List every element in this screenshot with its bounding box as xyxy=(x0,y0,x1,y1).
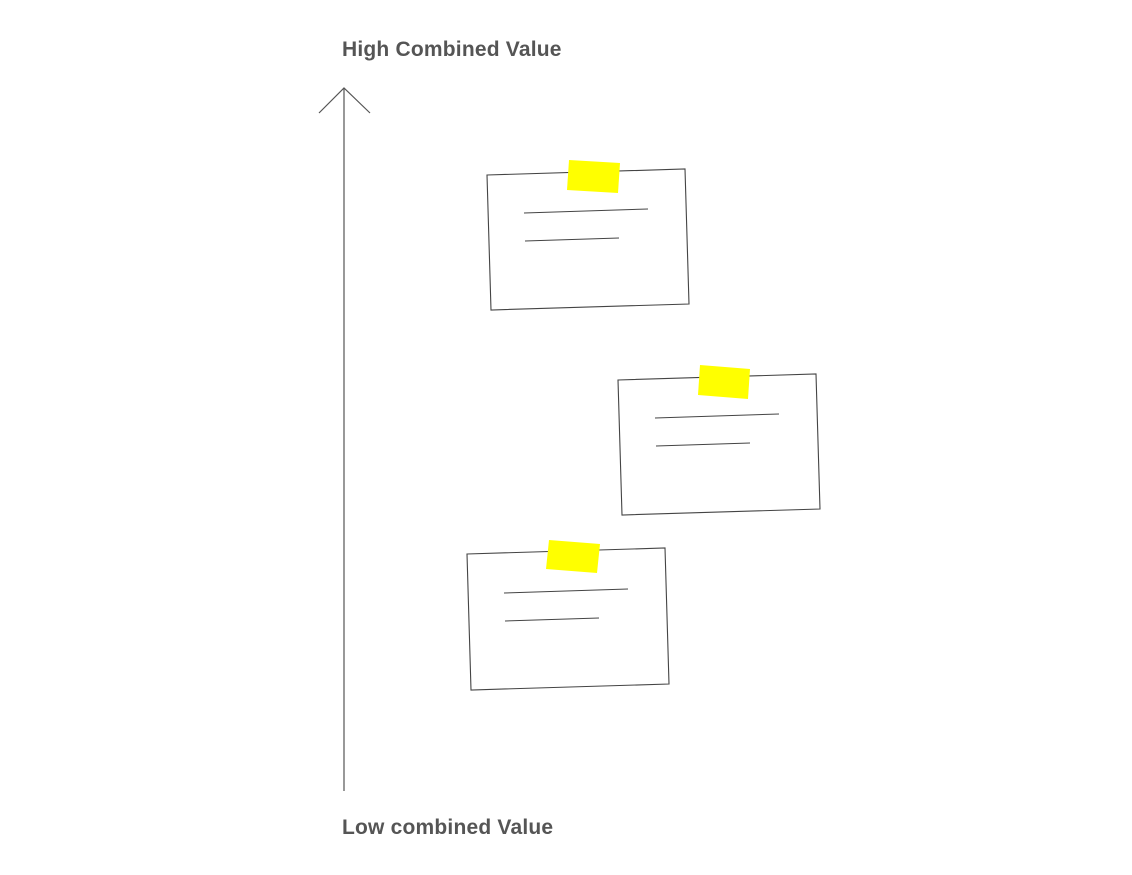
note-card-text-line xyxy=(523,208,649,214)
note-card-text-line xyxy=(654,413,780,419)
note-card-text-line xyxy=(655,442,751,447)
tape-icon xyxy=(546,540,600,573)
arrow-head-icon xyxy=(318,87,371,114)
high-combined-value-label: High Combined Value xyxy=(342,38,562,61)
note-card-text-line xyxy=(504,617,600,622)
note-card-1[interactable] xyxy=(486,160,690,311)
vertical-axis xyxy=(318,87,371,791)
note-card-body xyxy=(617,373,821,516)
note-card-2[interactable] xyxy=(617,365,821,516)
note-card-text-line xyxy=(524,237,620,242)
tape-icon xyxy=(567,160,620,193)
tape-icon xyxy=(698,365,750,399)
note-card-text-line xyxy=(503,588,629,594)
low-combined-value-label: Low combined Value xyxy=(342,816,554,839)
note-card-3[interactable] xyxy=(466,540,670,691)
